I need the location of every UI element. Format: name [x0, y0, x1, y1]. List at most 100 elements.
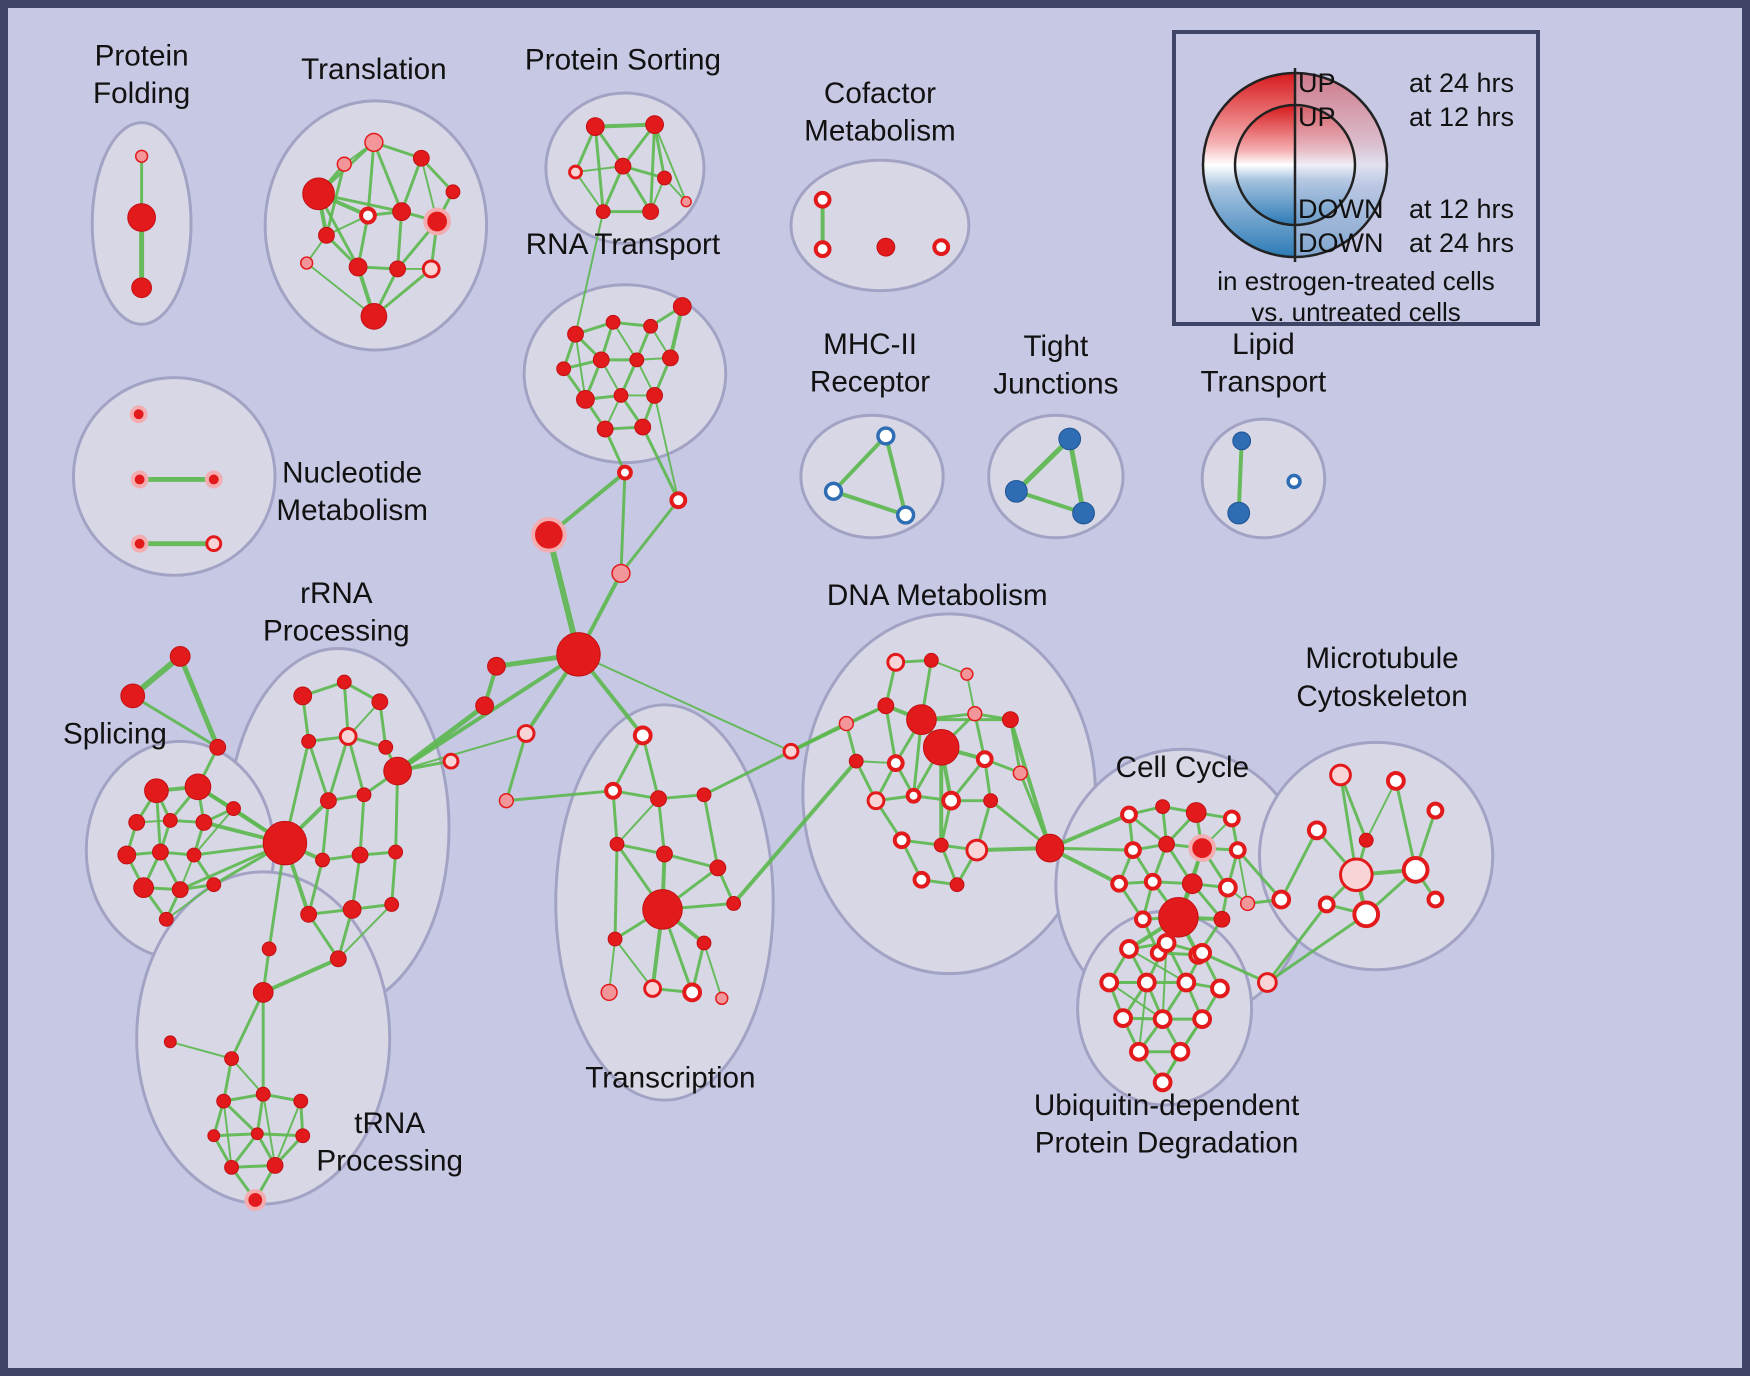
gene-node-ps6[interactable]	[642, 203, 660, 221]
gene-node-dm15[interactable]	[941, 790, 961, 811]
gene-node-rr2[interactable]	[371, 693, 389, 711]
gene-node-cn8[interactable]	[442, 752, 460, 770]
gene-node-ps3[interactable]	[614, 157, 632, 175]
gene-node-tn5[interactable]	[293, 1093, 309, 1109]
gene-node-ub0[interactable]	[1119, 939, 1139, 959]
gene-node-cc2[interactable]	[1185, 802, 1207, 823]
gene-node-dm9[interactable]	[848, 753, 864, 769]
gene-node-tc2[interactable]	[650, 790, 667, 808]
gene-node-cn12[interactable]	[209, 738, 227, 756]
gene-node-nm3[interactable]	[130, 534, 149, 553]
gene-node-tn2[interactable]	[224, 1051, 239, 1067]
gene-node-ub7[interactable]	[1113, 1008, 1133, 1028]
gene-node-tc8[interactable]	[726, 896, 742, 911]
gene-node-tl8[interactable]	[300, 256, 314, 270]
gene-node-cc10[interactable]	[1181, 873, 1203, 895]
gene-node-nm1[interactable]	[130, 470, 149, 489]
gene-node-tj2[interactable]	[1072, 501, 1095, 525]
gene-node-ub9[interactable]	[1192, 1009, 1213, 1029]
gene-node-tc13[interactable]	[715, 991, 729, 1006]
gene-node-cn3[interactable]	[611, 563, 631, 583]
gene-node-ub12[interactable]	[1152, 1072, 1173, 1093]
gene-node-dm18[interactable]	[933, 837, 949, 853]
gene-node-tl12[interactable]	[360, 303, 388, 330]
gene-node-tl13[interactable]	[445, 184, 461, 200]
gene-node-tn8[interactable]	[295, 1128, 311, 1144]
gene-node-cc0[interactable]	[1120, 805, 1138, 824]
gene-node-tc3[interactable]	[696, 787, 712, 803]
gene-node-tn1[interactable]	[163, 1035, 177, 1049]
gene-node-cc11[interactable]	[1217, 877, 1238, 898]
gene-node-ub6[interactable]	[1210, 978, 1230, 999]
gene-node-sp5[interactable]	[226, 801, 241, 816]
gene-node-ps0[interactable]	[585, 117, 605, 136]
gene-node-tn10[interactable]	[266, 1156, 284, 1174]
gene-node-tc9[interactable]	[607, 931, 623, 947]
gene-node-rt8[interactable]	[576, 390, 595, 409]
gene-node-cf1[interactable]	[813, 240, 832, 259]
gene-node-rt5[interactable]	[592, 351, 610, 369]
gene-node-cc1[interactable]	[1155, 799, 1171, 815]
gene-node-tc14[interactable]	[600, 983, 618, 1002]
gene-node-dm11[interactable]	[975, 750, 994, 769]
gene-node-tl7[interactable]	[318, 226, 335, 244]
gene-node-dm0[interactable]	[886, 652, 906, 672]
gene-node-dm20[interactable]	[912, 870, 931, 889]
gene-node-ps1[interactable]	[645, 115, 664, 135]
gene-node-rt2[interactable]	[643, 318, 659, 334]
gene-node-dm13[interactable]	[866, 791, 886, 811]
gene-node-tl9[interactable]	[348, 257, 368, 277]
gene-node-mc4[interactable]	[1358, 832, 1374, 848]
gene-node-mh1[interactable]	[823, 481, 844, 501]
gene-node-mh2[interactable]	[896, 505, 916, 525]
gene-node-ps7[interactable]	[680, 196, 692, 208]
gene-node-cn10[interactable]	[169, 645, 191, 667]
gene-node-tc5[interactable]	[656, 845, 673, 863]
gene-node-lp0[interactable]	[1232, 431, 1252, 451]
gene-node-dm16[interactable]	[983, 793, 999, 809]
gene-node-dm4[interactable]	[877, 697, 895, 715]
gene-node-rr14[interactable]	[342, 900, 362, 919]
gene-node-cc17[interactable]	[1239, 895, 1256, 912]
gene-node-rr16[interactable]	[329, 950, 347, 968]
gene-node-sp2[interactable]	[128, 814, 146, 831]
gene-node-tj0[interactable]	[1058, 427, 1082, 451]
gene-node-mc0[interactable]	[1329, 763, 1352, 787]
gene-node-dm5[interactable]	[906, 704, 937, 735]
gene-node-tc6[interactable]	[709, 859, 727, 877]
gene-node-cn6[interactable]	[475, 696, 494, 716]
gene-node-nm4[interactable]	[205, 535, 223, 553]
gene-node-cc13[interactable]	[1158, 897, 1199, 938]
gene-node-cn13[interactable]	[782, 742, 800, 760]
gene-node-ub2[interactable]	[1192, 943, 1213, 963]
gene-node-tl6[interactable]	[423, 207, 451, 236]
gene-node-rr15[interactable]	[384, 897, 400, 912]
gene-node-sp10[interactable]	[171, 881, 189, 899]
gene-node-rr10[interactable]	[315, 852, 330, 868]
gene-node-nm2[interactable]	[204, 470, 223, 489]
gene-node-dm12[interactable]	[1012, 765, 1028, 781]
gene-node-ub10[interactable]	[1129, 1041, 1149, 1062]
gene-node-pf2[interactable]	[131, 277, 153, 299]
gene-node-rt0[interactable]	[567, 325, 584, 343]
gene-node-tl1[interactable]	[364, 132, 384, 153]
gene-node-cc9[interactable]	[1143, 872, 1162, 891]
gene-node-mc7[interactable]	[1317, 895, 1336, 914]
gene-node-ub3[interactable]	[1099, 972, 1120, 993]
gene-node-tl5[interactable]	[392, 202, 411, 221]
gene-node-cc5[interactable]	[1158, 835, 1175, 853]
gene-node-ps4[interactable]	[657, 170, 672, 186]
gene-node-rr1[interactable]	[336, 674, 352, 690]
gene-node-tl2[interactable]	[412, 149, 430, 167]
gene-node-tl11[interactable]	[421, 259, 441, 279]
gene-node-mc2[interactable]	[1426, 801, 1445, 820]
gene-node-tl4[interactable]	[359, 206, 377, 225]
gene-node-dm10[interactable]	[886, 754, 905, 773]
gene-node-rr6[interactable]	[262, 820, 308, 866]
gene-node-pf0[interactable]	[134, 149, 149, 163]
gene-node-tc10[interactable]	[696, 935, 712, 951]
gene-node-sp6[interactable]	[117, 845, 137, 865]
gene-node-nm0[interactable]	[129, 405, 148, 424]
gene-node-rr4[interactable]	[338, 727, 358, 746]
gene-node-cn15[interactable]	[1271, 889, 1292, 910]
